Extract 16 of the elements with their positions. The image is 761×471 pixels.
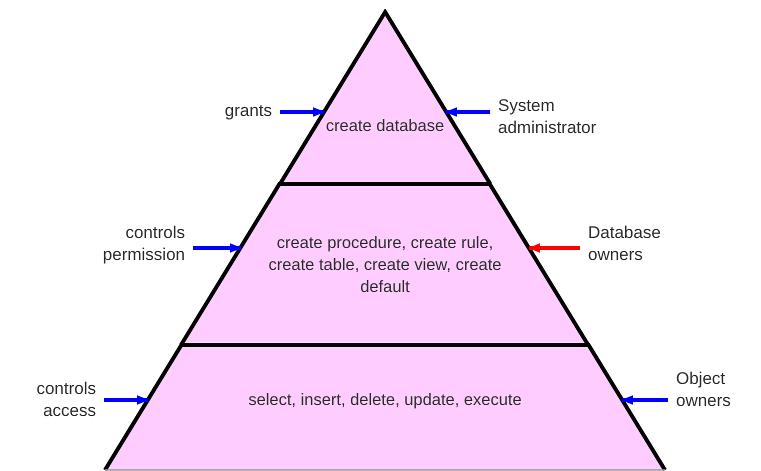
role-label: Database owners [588,222,688,266]
tier-label: create database [324,116,445,137]
role-label: controls permission [85,222,185,266]
role-label: Object owners [676,368,746,412]
arrow [280,107,326,117]
tier-label: create procedure, create rule, create table, create view, create default [268,233,502,298]
arrow [104,395,149,405]
role-label: grants [200,100,272,122]
pyramid-tier [102,342,668,471]
arrow [528,243,580,253]
role-label: System administrator [498,95,618,139]
arrow [444,107,490,117]
tier-label: select, insert, delete, update, execute [247,390,523,411]
arrow [193,243,242,253]
role-label: controls access [0,378,96,422]
arrow [621,395,668,405]
